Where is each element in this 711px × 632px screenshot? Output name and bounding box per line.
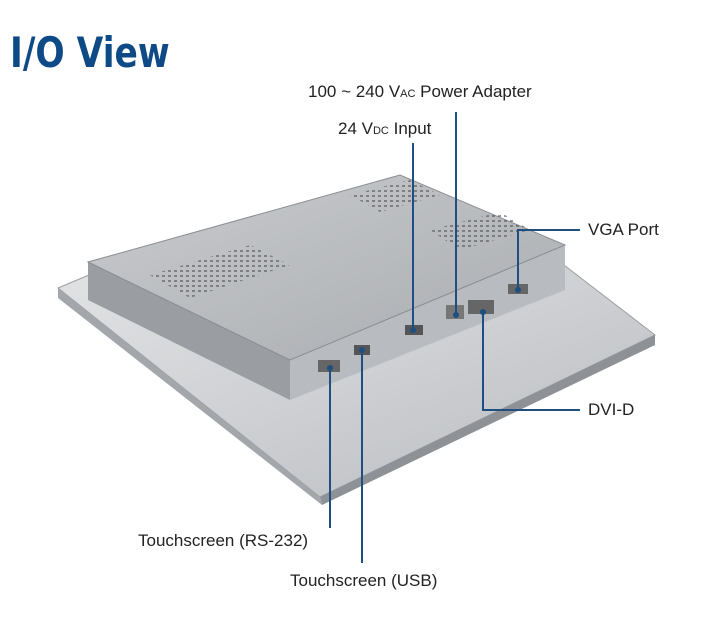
touchscreen-rs232-label: Touchscreen (RS-232) [138, 531, 309, 550]
page-title: I/O View [10, 28, 170, 77]
dc-input-label: 24 VDC Input [338, 119, 432, 138]
vga-port-label: VGA Port [588, 220, 659, 239]
dvi-d-label: DVI-D [588, 400, 635, 419]
power-adapter-label: 100 ~ 240 VAC Power Adapter [308, 82, 532, 101]
leader-lines [329, 112, 580, 563]
touchscreen-usb-label: Touchscreen (USB) [290, 571, 438, 590]
dvi-connector [468, 300, 494, 314]
